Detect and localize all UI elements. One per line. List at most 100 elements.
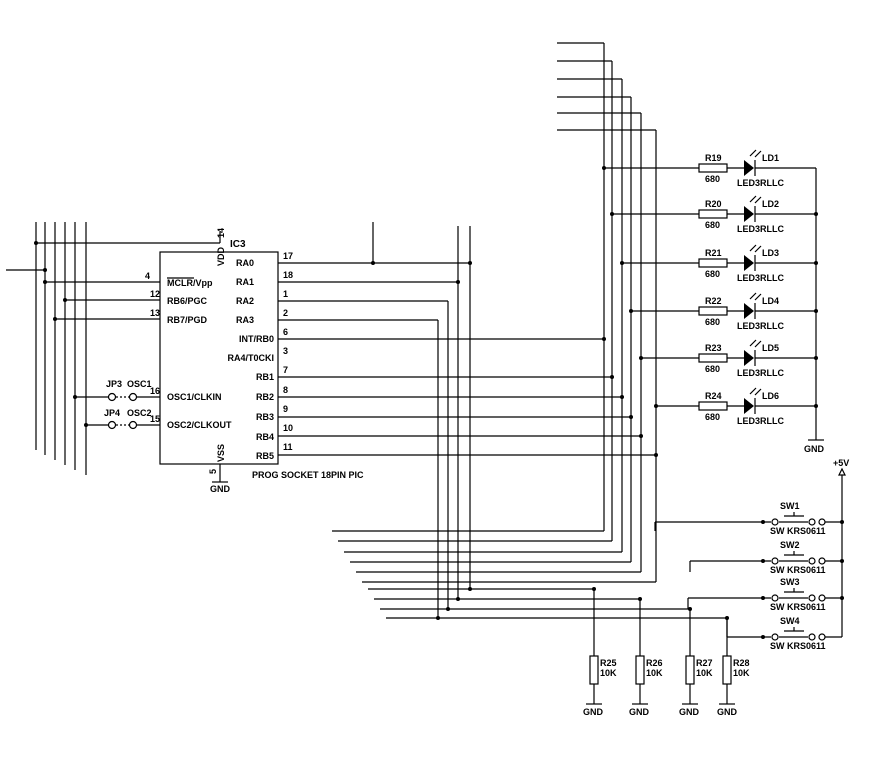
led-res-ref: R24 <box>705 391 722 401</box>
pin-name: RA0 <box>236 258 254 268</box>
pulldown-value: 10K <box>646 668 663 678</box>
pin-num: 11 <box>283 442 293 452</box>
left-bus <box>6 222 221 475</box>
led-ref: LD1 <box>762 153 779 163</box>
led-array: R19 680 LD1 LED3RLLC R20 680 LD2 LED3RLL… <box>602 149 825 454</box>
pulldown-1: R25 10K GND <box>583 587 617 717</box>
ic3-body <box>159 251 279 465</box>
led-row-6: R24 680 LD6 LED3RLLC <box>654 387 816 426</box>
pin-name: RB5 <box>256 451 274 461</box>
pin-num: 3 <box>283 346 288 356</box>
led-row-3: R21 680 LD3 LED3RLLC <box>620 244 816 283</box>
pulldown-4: R28 10K GND <box>717 616 750 717</box>
ic3-vdd-label: VDD <box>216 246 226 266</box>
switch-row-3: SW3 SW KRS0611 <box>688 577 844 612</box>
switch-row-4: SW4 SW KRS0611 <box>727 616 842 651</box>
ic3-left-pins: 4 MCLR/Vpp 12 RB6/PGC 13 RB7/PGD JP3 OSC… <box>43 271 232 430</box>
pin-name: OSC2/CLKOUT <box>167 420 232 430</box>
pin-name: MCLR/Vpp <box>167 278 213 288</box>
jp4-net: OSC2 <box>127 408 152 418</box>
led-part: LED3RLLC <box>737 416 785 426</box>
pin-name: RA2 <box>236 296 254 306</box>
pulldown-ref: R26 <box>646 658 663 668</box>
pin-num: 13 <box>150 308 160 318</box>
led-ref: LD6 <box>762 391 779 401</box>
ic3-gnd: GND <box>210 484 231 494</box>
pulldown-value: 10K <box>600 668 617 678</box>
pulldown-ref: R27 <box>696 658 713 668</box>
supply-label: +5V <box>833 458 849 468</box>
pin-num: 16 <box>150 386 160 396</box>
pin-name: RA1 <box>236 277 254 287</box>
led-gnd: GND <box>804 444 825 454</box>
switch-array: +5V SW1 SW KRS0611 <box>438 458 849 651</box>
pin-name: RB4 <box>256 432 274 442</box>
switch-part: SW KRS0611 <box>770 565 826 575</box>
pin-num: 6 <box>283 327 288 337</box>
pin-num: 2 <box>283 308 288 318</box>
switch-ref: SW4 <box>780 616 800 626</box>
pin-name: RA4/T0CKI <box>227 353 274 363</box>
led-part: LED3RLLC <box>737 321 785 331</box>
led-row-5: R23 680 LD5 LED3RLLC <box>639 339 816 378</box>
ic3-vss-pin: 5 <box>208 469 218 474</box>
pulldown-gnd: GND <box>629 707 650 717</box>
pulldown-2: R26 10K GND <box>629 597 663 717</box>
ic3-ref: IC3 <box>230 239 246 250</box>
pin-num: 18 <box>283 270 293 280</box>
led-res-ref: R22 <box>705 296 722 306</box>
led-row-1: R19 680 LD1 LED3RLLC <box>602 149 816 188</box>
led-part: LED3RLLC <box>737 224 785 234</box>
jp4-ref: JP4 <box>104 408 120 418</box>
pin-num: 15 <box>150 414 160 424</box>
switch-row-2: SW2 SW KRS0611 <box>690 540 844 575</box>
led-res-value: 680 <box>705 412 720 422</box>
pulldown-value: 10K <box>696 668 713 678</box>
ic3-vss-label: VSS <box>216 444 226 462</box>
led-res-ref: R21 <box>705 248 722 258</box>
switch-row-1: SW1 SW KRS0611 <box>654 501 844 536</box>
switch-ref: SW3 <box>780 577 800 587</box>
switch-part: SW KRS0611 <box>770 602 826 612</box>
pin-name: RB1 <box>256 372 274 382</box>
pin-num: 9 <box>283 404 288 414</box>
led-ref: LD5 <box>762 343 779 353</box>
led-res-ref: R20 <box>705 199 722 209</box>
ic3-right-pins: RA0 17 RA1 18 RA2 1 RA3 2 INT/RB0 6 RA4/… <box>227 222 656 461</box>
led-row-2: R20 680 LD2 LED3RLLC <box>610 195 816 234</box>
led-res-value: 680 <box>705 317 720 327</box>
led-ref: LD4 <box>762 296 779 306</box>
pin-num: 8 <box>283 385 288 395</box>
pin-num: 4 <box>145 271 150 281</box>
switch-part: SW KRS0611 <box>770 641 826 651</box>
led-part: LED3RLLC <box>737 368 785 378</box>
pin-name: RB6/PGC <box>167 296 208 306</box>
pin-name: OSC1/CLKIN <box>167 392 222 402</box>
pin-num: 1 <box>283 289 288 299</box>
led-res-ref: R23 <box>705 343 722 353</box>
pulldown-gnd: GND <box>679 707 700 717</box>
led-res-value: 680 <box>705 220 720 230</box>
pulldown-ref: R25 <box>600 658 617 668</box>
ic3-vdd-pin: 14 <box>216 228 226 238</box>
pin-num: 10 <box>283 423 293 433</box>
pulldown-3: R27 10K GND <box>679 607 713 717</box>
switch-ref: SW1 <box>780 501 800 511</box>
led-part: LED3RLLC <box>737 273 785 283</box>
pin-num: 7 <box>283 365 288 375</box>
pulldown-gnd: GND <box>717 707 738 717</box>
pulldown-value: 10K <box>733 668 750 678</box>
led-row-4: R22 680 LD4 LED3RLLC <box>629 292 816 331</box>
led-part: LED3RLLC <box>737 178 785 188</box>
switch-ref: SW2 <box>780 540 800 550</box>
pin-name: INT/RB0 <box>239 334 274 344</box>
pin-name: RB7/PGD <box>167 315 208 325</box>
pin-num: 12 <box>150 289 160 299</box>
pin-name: RB2 <box>256 392 274 402</box>
pulldown-ref: R28 <box>733 658 750 668</box>
led-res-value: 680 <box>705 174 720 184</box>
led-ref: LD2 <box>762 199 779 209</box>
jp3-ref: JP3 <box>106 379 122 389</box>
led-res-value: 680 <box>705 364 720 374</box>
